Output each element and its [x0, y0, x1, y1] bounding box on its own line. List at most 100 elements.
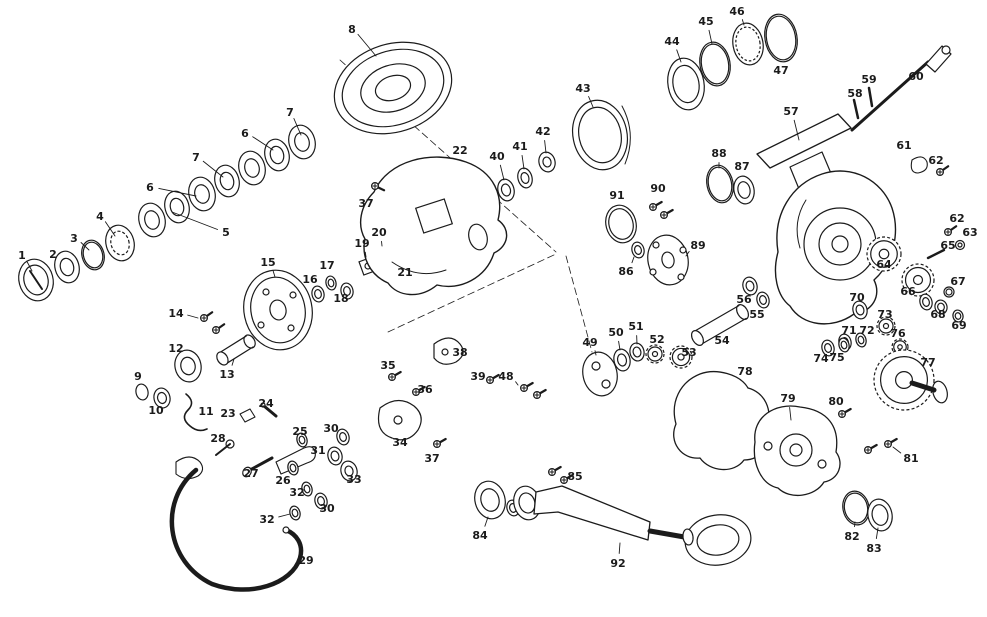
leader-line: [26, 260, 33, 272]
leader-line: [708, 29, 713, 45]
part-71-label: 71: [841, 324, 856, 337]
diagram-shape: [441, 348, 449, 356]
leader-line: [357, 33, 377, 57]
part-87-label: 87: [734, 160, 749, 173]
part-59-label: 59: [861, 73, 876, 86]
leader-line: [252, 136, 274, 151]
part-20-label: 20: [371, 226, 387, 239]
diagram-shape: [344, 465, 354, 477]
diagram-shape: [632, 346, 642, 358]
part-4-label: 4: [96, 210, 104, 223]
part-52-label: 52: [649, 333, 664, 346]
part-29-label: 29: [298, 554, 313, 567]
part-64-label: 64: [876, 258, 892, 271]
diagram-shape: [661, 251, 675, 269]
diagram-shape: [374, 74, 412, 102]
diagram-shape: [414, 198, 454, 234]
leader-line: [875, 527, 879, 540]
leader-line: [892, 446, 902, 454]
diagram-shape: [289, 463, 297, 473]
part-75-label: 75: [829, 351, 844, 364]
part-35-label: 35: [380, 359, 395, 372]
diagram-shape: [433, 337, 464, 365]
part-68-label: 68: [930, 308, 945, 321]
part-50-label: 50: [608, 326, 624, 339]
leader-line: [588, 96, 594, 108]
diagram-shape: [219, 171, 235, 191]
leader-line: [544, 140, 547, 154]
part-6-label: 6: [241, 127, 249, 140]
diagram-shape: [269, 145, 285, 165]
diagram-shape: [565, 255, 593, 353]
diagram-shape: [926, 248, 946, 260]
part-51-label: 51: [628, 320, 643, 333]
diagram-shape: [693, 305, 740, 333]
diagram-shape: [269, 299, 287, 321]
diagram-shape: [912, 274, 924, 286]
diagram-shape: [796, 199, 807, 249]
diagram-shape: [260, 402, 266, 408]
leader-line: [741, 19, 745, 26]
diagram-shape: [110, 230, 130, 256]
diagram-shape: [831, 235, 849, 253]
diagram-shape: [763, 441, 773, 451]
part-84-label: 84: [472, 529, 488, 542]
part-69-label: 69: [951, 319, 966, 332]
diagram-shape: [391, 261, 447, 275]
diagram-shape: [262, 404, 278, 418]
diagram-shape: [601, 379, 611, 389]
part-62-label: 62: [928, 154, 943, 167]
diagram-shape: [736, 304, 750, 320]
part-72-label: 72: [859, 324, 874, 337]
diagram-shape: [244, 158, 260, 178]
diagram-shape: [882, 322, 890, 330]
diagram-shape: [679, 246, 687, 254]
part-60-label: 60: [908, 70, 924, 83]
diagram-shape: [922, 297, 930, 307]
part-7-label: 7: [286, 106, 294, 119]
diagram-shape: [239, 408, 256, 423]
diagram-shape: [817, 459, 827, 469]
part-11-label: 11: [198, 405, 213, 418]
part-39-label: 39: [470, 370, 485, 383]
diagram-shape: [941, 45, 951, 55]
leader-line: [618, 340, 621, 351]
diagram-shape: [677, 273, 685, 281]
part-10-label: 10: [148, 404, 164, 417]
diagram-shape: [937, 302, 945, 312]
diagram-shape: [735, 26, 761, 62]
part-36-label: 36: [417, 383, 433, 396]
diagram-shape: [225, 346, 254, 365]
part-38-label: 38: [452, 346, 467, 359]
part-45-label: 45: [698, 15, 713, 28]
part-65-label: 65: [940, 239, 955, 252]
diagram-shape: [696, 524, 740, 556]
leader-line: [499, 164, 505, 181]
diagram-shape: [183, 393, 208, 432]
part-47-label: 47: [773, 64, 788, 77]
part-70-label: 70: [849, 291, 865, 304]
part-82-label: 82: [844, 530, 859, 543]
diagram-shape: [216, 351, 229, 366]
part-62-label: 62: [949, 212, 964, 225]
diagram-shape: [673, 371, 770, 471]
diagram-shape: [175, 456, 204, 480]
leader-line: [676, 49, 682, 63]
diagram-shape: [218, 335, 247, 354]
diagram-shape: [954, 312, 962, 320]
diagram-shape: [651, 350, 659, 358]
part-24-label: 24: [258, 397, 274, 410]
leader-line: [104, 221, 116, 237]
part-15-label: 15: [260, 256, 275, 269]
part-23-label: 23: [220, 407, 235, 420]
diagram-shape: [257, 321, 265, 329]
part-19-label: 19: [354, 237, 369, 250]
leader-line: [521, 155, 525, 170]
leader-line: [618, 542, 621, 554]
diagram-shape: [393, 415, 403, 425]
part-12-label: 12: [168, 342, 183, 355]
leader-line: [272, 270, 276, 278]
part-80-label: 80: [828, 395, 844, 408]
part-37-label: 37: [424, 452, 439, 465]
